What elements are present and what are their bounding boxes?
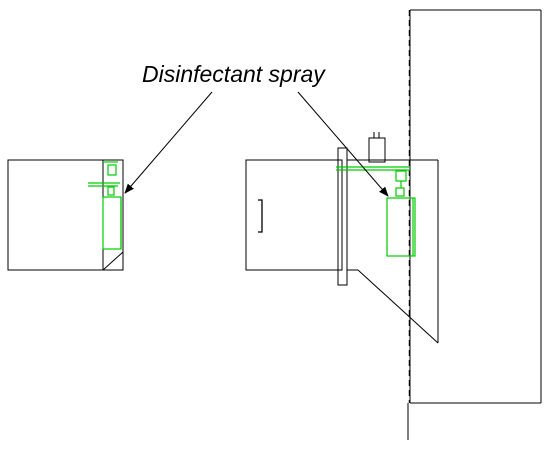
right-dispenser	[336, 166, 416, 257]
left-cabinet	[7, 159, 124, 271]
leader-line-right	[297, 91, 389, 197]
leader-lines	[124, 91, 389, 197]
callout-label: Disinfectant spray	[142, 61, 325, 87]
left-dispenser	[88, 161, 122, 250]
wall	[407, 9, 542, 440]
leader-line-left	[124, 91, 213, 194]
right-cabinet	[245, 132, 439, 344]
